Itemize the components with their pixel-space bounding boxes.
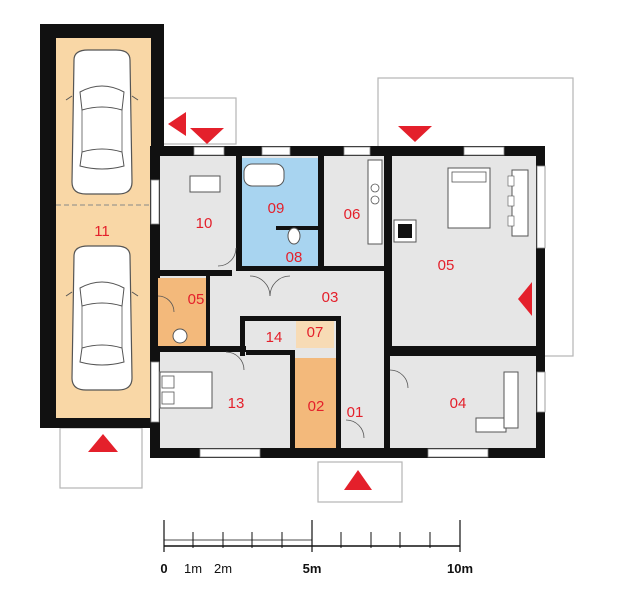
- room-label-09: 09: [268, 200, 285, 217]
- side-entrance-step: [153, 97, 237, 145]
- entrance-step-main: [317, 461, 403, 503]
- car-icon: [65, 245, 139, 391]
- toilet-icon: [172, 227, 301, 344]
- scale-label-5m: 5m: [303, 561, 322, 576]
- room-label-10: 10: [196, 215, 213, 232]
- scale-label-1m: 1m: [184, 561, 202, 576]
- sofa-icon: [447, 167, 491, 229]
- scale-label-10m: 10m: [447, 561, 473, 576]
- room-label-04: 04: [450, 395, 467, 412]
- bed-icon: [159, 371, 213, 409]
- entrance-arrow-icon: [518, 282, 532, 316]
- room-label-01: 01: [347, 404, 364, 421]
- entrance-arrow-icon: [344, 470, 372, 490]
- desk-icon: [475, 371, 519, 433]
- fireplace-icon: [393, 219, 417, 243]
- room-label-05-small: 05: [188, 291, 205, 308]
- room-label-05-living: 05: [438, 257, 455, 274]
- room-closet-floor: [296, 318, 334, 348]
- room-label-14: 14: [266, 329, 283, 346]
- interior-walls: [150, 156, 536, 450]
- bathtub-icon: [243, 163, 285, 187]
- scale-label-2m: 2m: [214, 561, 232, 576]
- kitchen-counter-icon: [367, 159, 383, 245]
- room-label-03: 03: [322, 289, 339, 306]
- windows: [150, 146, 546, 458]
- dining-table-icon: [507, 169, 529, 237]
- room-label-06: 06: [344, 206, 361, 223]
- scale-bar: [163, 520, 461, 552]
- desk-icon: [189, 175, 221, 193]
- scale-label-0: 0: [160, 561, 167, 576]
- entrance-arrow-icon: [168, 112, 186, 136]
- entrance-arrow-icon: [190, 128, 224, 144]
- room-storage-floor: [294, 358, 338, 448]
- room-label-11: 11: [94, 223, 110, 240]
- entrance-arrow-icon: [398, 126, 432, 142]
- entrance-markers: [88, 112, 532, 490]
- door-swings: [157, 247, 409, 439]
- room-label-08: 08: [286, 249, 303, 266]
- room-label-07: 07: [307, 324, 324, 341]
- car-icon: [65, 49, 139, 195]
- room-label-02: 02: [308, 398, 325, 415]
- entrance-arrow-icon: [88, 434, 118, 452]
- room-label-13: 13: [228, 395, 245, 412]
